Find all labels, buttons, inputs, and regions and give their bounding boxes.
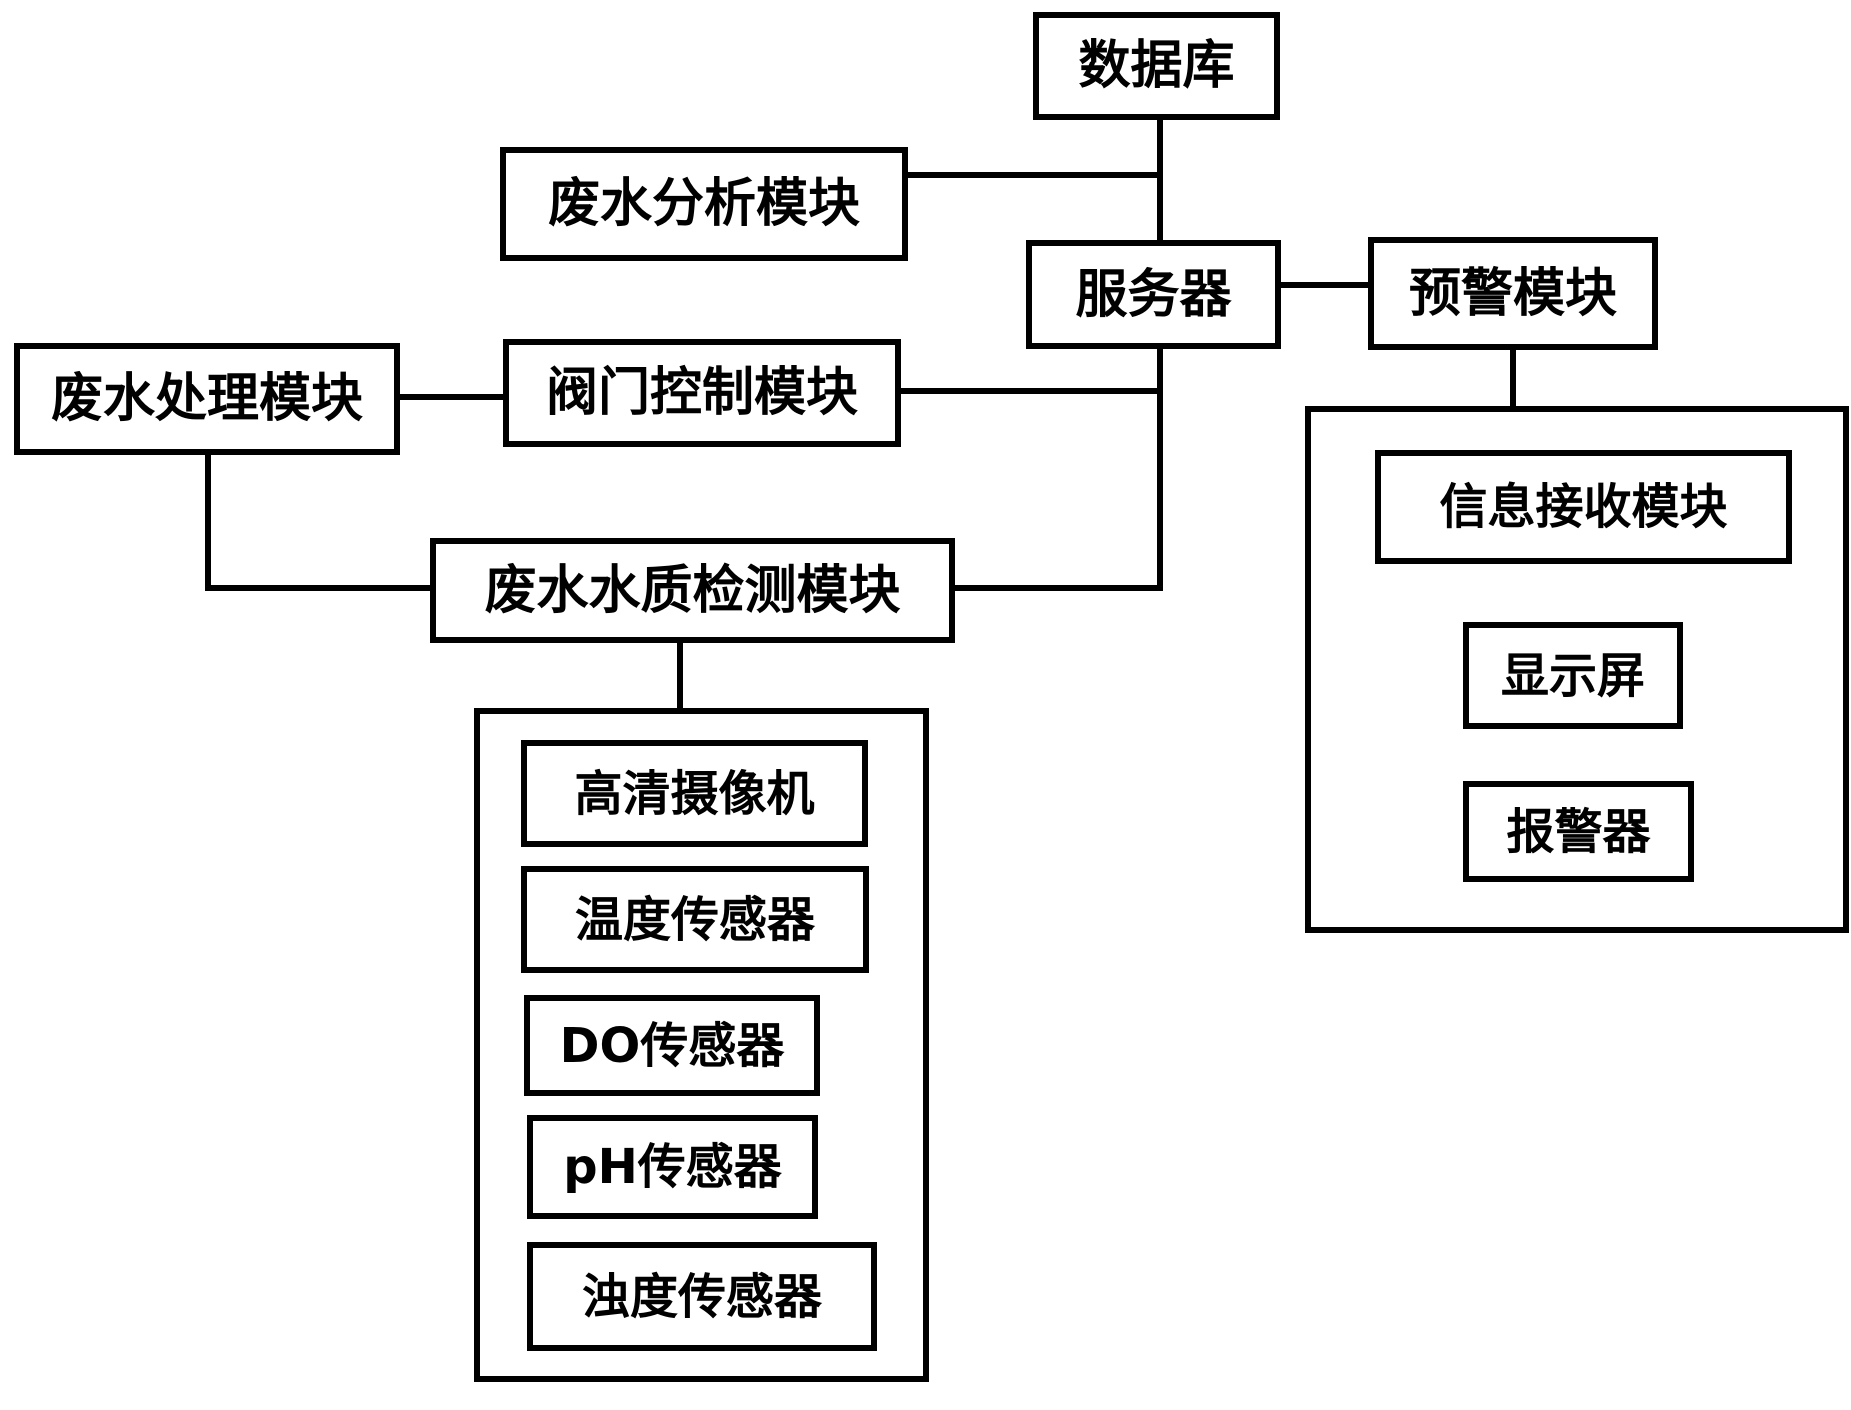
warning-item-display: 显示屏 xyxy=(1463,622,1683,729)
sensor-item-label: 温度传感器 xyxy=(574,891,815,948)
sensor-item-turbidity: 浊度传感器 xyxy=(527,1242,877,1351)
wastewater-analysis-node: 废水分析模块 xyxy=(500,147,908,261)
sensor-item-do: DO传感器 xyxy=(524,995,820,1096)
sensor-item-hd-camera: 高清摄像机 xyxy=(521,740,868,847)
water-quality-detection-label: 废水水质检测模块 xyxy=(484,560,901,621)
wastewater-treatment-label: 废水处理模块 xyxy=(50,369,363,429)
valve-control-node: 阀门控制模块 xyxy=(503,339,901,447)
database-node: 数据库 xyxy=(1033,12,1280,120)
warning-item-info-receive: 信息接收模块 xyxy=(1375,450,1792,564)
wastewater-treatment-node: 废水处理模块 xyxy=(14,343,400,455)
sensor-item-ph: pH传感器 xyxy=(527,1115,818,1219)
warning-item-label: 报警器 xyxy=(1506,803,1651,860)
wastewater-analysis-label: 废水分析模块 xyxy=(547,174,860,234)
sensor-item-label: pH传感器 xyxy=(563,1139,782,1195)
water-quality-detection-node: 废水水质检测模块 xyxy=(430,538,955,643)
warning-label: 预警模块 xyxy=(1408,263,1617,324)
valve-control-label: 阀门控制模块 xyxy=(545,363,858,423)
warning-node: 预警模块 xyxy=(1368,237,1658,350)
server-node: 服务器 xyxy=(1026,240,1281,349)
warning-item-label: 信息接收模块 xyxy=(1439,479,1728,535)
sensor-item-label: 浊度传感器 xyxy=(581,1268,822,1325)
server-label: 服务器 xyxy=(1075,264,1232,325)
database-label: 数据库 xyxy=(1078,36,1235,96)
sensor-item-temperature: 温度传感器 xyxy=(521,866,869,973)
sensor-item-label: DO传感器 xyxy=(559,1017,785,1074)
sensor-item-label: 高清摄像机 xyxy=(574,765,815,822)
warning-item-alarm: 报警器 xyxy=(1463,781,1694,882)
warning-item-label: 显示屏 xyxy=(1500,647,1645,704)
